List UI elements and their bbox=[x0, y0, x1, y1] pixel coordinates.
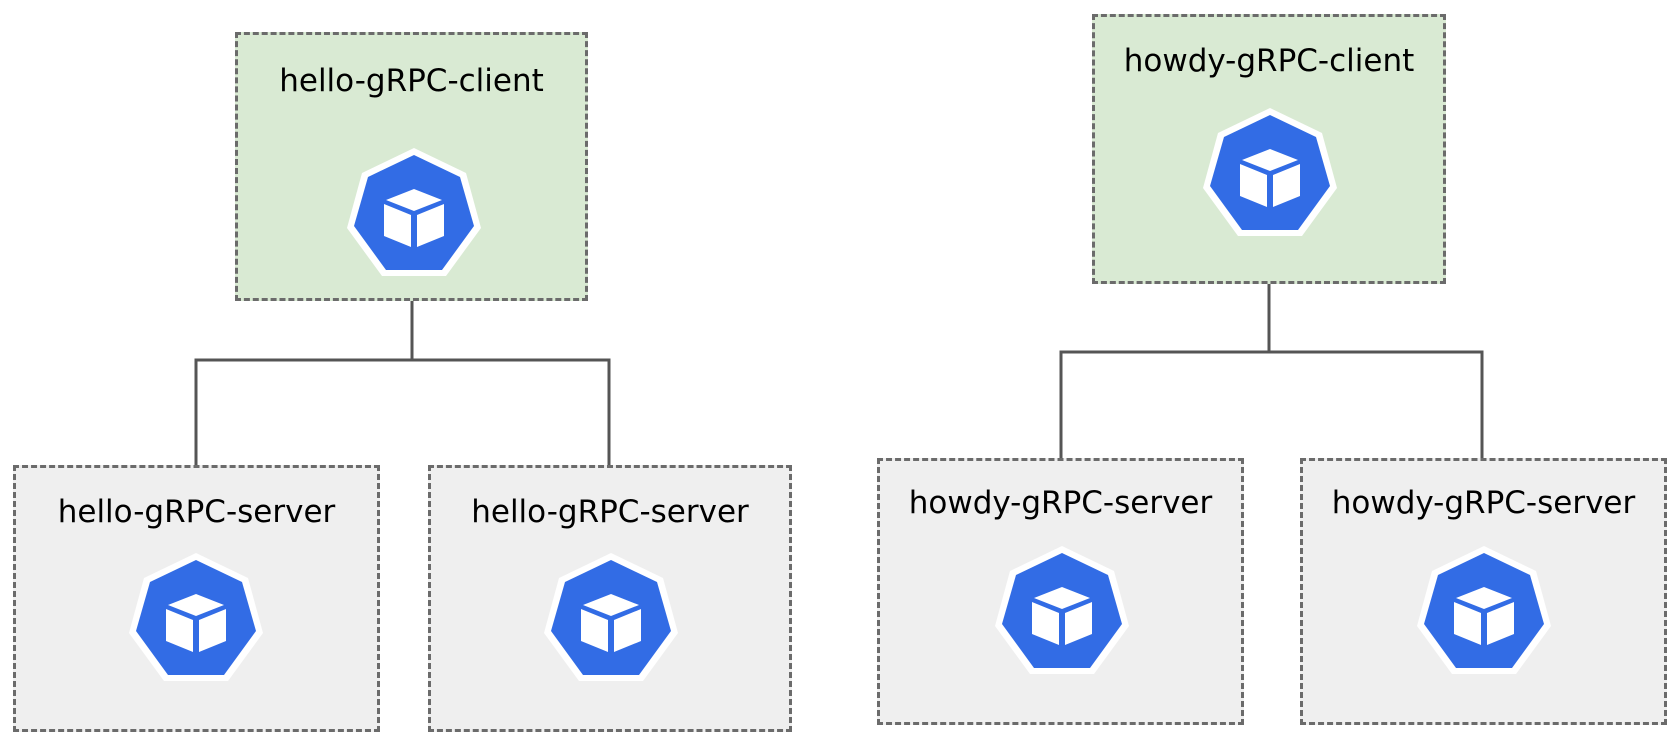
kubernetes-pod-icon bbox=[129, 553, 263, 681]
kubernetes-pod-icon bbox=[995, 546, 1129, 674]
hello-grpc-server-box-2: hello-gRPC-server bbox=[428, 465, 792, 732]
hello-grpc-client-label: hello-gRPC-client bbox=[279, 63, 544, 99]
howdy-grpc-server-box-1: howdy-gRPC-server bbox=[877, 458, 1244, 725]
hello-server-bus bbox=[194, 358, 611, 465]
hello-grpc-server-label: hello-gRPC-server bbox=[57, 494, 336, 530]
hello-grpc-client-box: hello-gRPC-client bbox=[235, 32, 588, 301]
hello-grpc-server-box-1: hello-gRPC-server bbox=[13, 465, 380, 732]
hello-grpc-server-label: hello-gRPC-server bbox=[471, 494, 749, 530]
kubernetes-pod-icon bbox=[347, 148, 481, 276]
howdy-server-bus bbox=[1059, 350, 1484, 458]
kubernetes-pod-icon bbox=[1203, 108, 1337, 236]
howdy-grpc-server-label: howdy-gRPC-server bbox=[1331, 485, 1636, 521]
howdy-grpc-client-label: howdy-gRPC-client bbox=[1123, 43, 1415, 79]
howdy-grpc-client-box: howdy-gRPC-client bbox=[1092, 14, 1446, 284]
howdy-grpc-server-label: howdy-gRPC-server bbox=[908, 485, 1213, 521]
kubernetes-pod-icon bbox=[1417, 546, 1551, 674]
howdy-grpc-server-box-2: howdy-gRPC-server bbox=[1300, 458, 1667, 725]
kubernetes-pod-icon bbox=[544, 553, 678, 681]
